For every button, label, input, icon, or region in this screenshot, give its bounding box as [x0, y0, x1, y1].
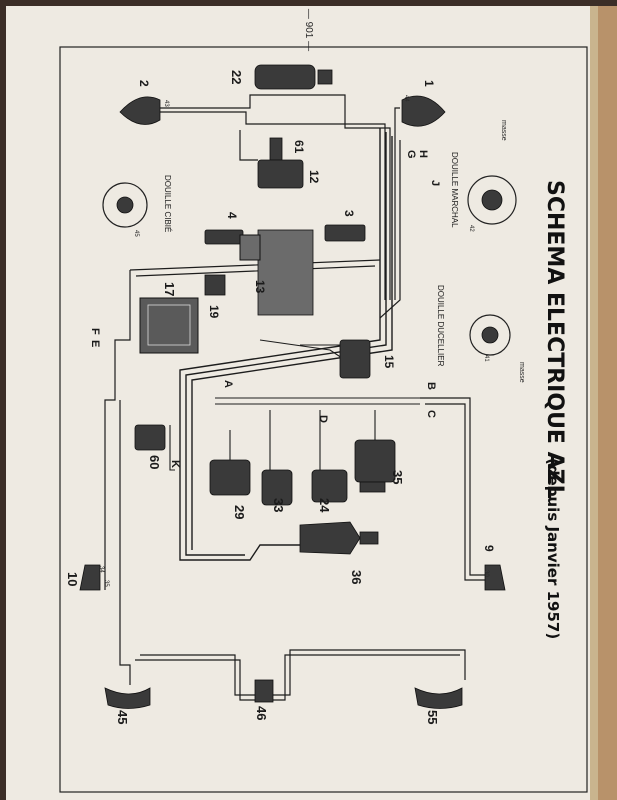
- connector-H: H: [417, 150, 429, 158]
- component-19: 19: [204, 274, 226, 319]
- label-13: 13: [253, 280, 267, 294]
- component-3: 3: [324, 210, 366, 242]
- label-1: 1: [422, 80, 436, 87]
- label-17: 17: [162, 282, 177, 296]
- connector-K: K: [169, 460, 181, 468]
- component-36: 36: [299, 521, 379, 584]
- wire-num: 30: [483, 570, 489, 577]
- wiring-harness: [104, 94, 485, 701]
- label-35: 35: [390, 470, 405, 484]
- label-masse-bottom: masse: [518, 362, 525, 383]
- diagram-subtitle: (depuis Janvier 1957): [544, 458, 562, 639]
- connector-F: F: [89, 328, 101, 335]
- label-55: 55: [425, 710, 440, 724]
- wire-num: 41: [483, 355, 489, 362]
- socket-ducellier: DOUILLE DUCELLIER masse: [436, 285, 525, 383]
- component-29: 29: [209, 459, 251, 519]
- label-19: 19: [207, 305, 221, 319]
- label-3: 3: [342, 210, 356, 217]
- page-number: — 901 —: [303, 9, 314, 51]
- diagram-frame: [59, 46, 588, 793]
- connector-C: C: [425, 410, 437, 418]
- label-douille-marchal: DOUILLE MARCHAL: [450, 152, 459, 228]
- label-douille-cibie: DOUILLE CIBIÉ: [163, 175, 172, 232]
- component-55: 55: [414, 687, 463, 724]
- component-1-headlamp: 1: [401, 80, 446, 127]
- label-10: 10: [65, 572, 80, 586]
- component-35: 35: [354, 439, 405, 493]
- connector-E: E: [89, 340, 101, 347]
- component-61: 61: [269, 137, 306, 161]
- label-45: 45: [115, 710, 130, 724]
- label-61: 61: [292, 140, 306, 154]
- connector-B: B: [425, 382, 437, 390]
- diagram-title: SCHEMA ELECTRIQUE AZL: [542, 180, 567, 499]
- wire-number-labels: 43 44 45 42 41 34 35 30: [98, 95, 489, 587]
- component-24: 24: [311, 469, 348, 513]
- component-22: 22: [229, 64, 333, 90]
- component-10: 10: [65, 564, 101, 591]
- connector-G: G: [405, 150, 417, 159]
- component-12: 12: [257, 159, 321, 189]
- label-24: 24: [317, 498, 332, 513]
- component-2-headlamp: 2: [119, 80, 161, 125]
- socket-marchal: DOUILLE MARCHAL masse: [450, 120, 517, 228]
- socket-cibie: DOUILLE CIBIÉ: [102, 175, 172, 232]
- connector-J: J: [429, 180, 441, 186]
- component-33: 33: [261, 469, 293, 512]
- connector-D: D: [317, 415, 329, 423]
- connector-A: A: [222, 380, 234, 388]
- component-45: 45: [104, 687, 151, 724]
- label-12: 12: [307, 170, 321, 184]
- label-36: 36: [349, 570, 364, 584]
- label-masse-top: masse: [500, 120, 507, 141]
- label-4: 4: [225, 212, 239, 219]
- label-22: 22: [229, 70, 244, 84]
- wire-num: 34: [98, 566, 104, 573]
- label-29: 29: [232, 505, 247, 519]
- label-9: 9: [482, 545, 496, 552]
- connector-labels: G H J E F A B C D K: [89, 150, 441, 468]
- component-13-engine: 13: [239, 229, 314, 316]
- component-60: 60: [134, 424, 166, 469]
- label-15: 15: [382, 355, 396, 369]
- wire-num: 35: [103, 580, 109, 587]
- label-2: 2: [137, 80, 151, 87]
- wire-num: 44: [403, 95, 409, 102]
- wire-num: 42: [468, 225, 474, 232]
- paper-sheet: [6, 6, 610, 800]
- component-46: 46: [254, 679, 274, 720]
- label-33: 33: [271, 498, 286, 512]
- component-9: 9: [482, 545, 506, 591]
- wire-num: 45: [133, 230, 139, 237]
- label-46: 46: [254, 706, 269, 720]
- component-15: 15: [339, 339, 396, 379]
- component-17: 17: [139, 282, 199, 354]
- label-60: 60: [147, 455, 162, 469]
- wire-num: 43: [163, 100, 169, 107]
- label-douille-ducellier: DOUILLE DUCELLIER: [436, 285, 445, 367]
